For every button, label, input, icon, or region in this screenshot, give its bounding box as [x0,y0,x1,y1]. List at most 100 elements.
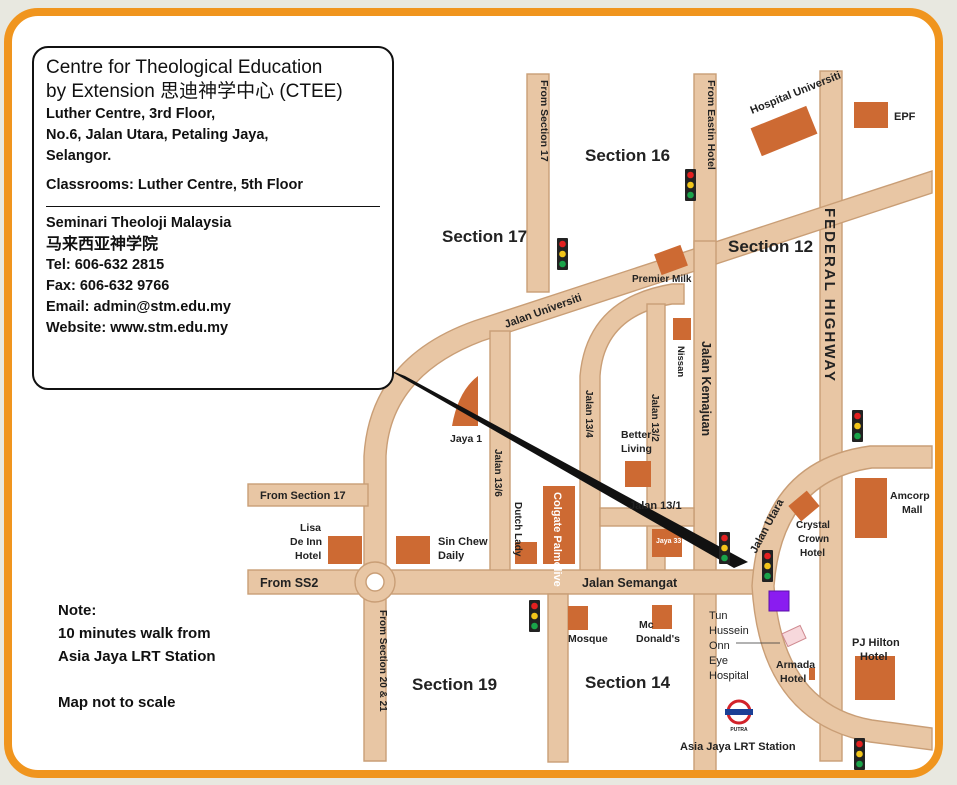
email-link[interactable]: Email: admin@stm.edu.my [46,299,231,315]
lisa-label-2: De Inn [290,536,322,548]
amcorp-building [855,478,887,538]
traffic-light-icon [852,410,863,442]
armada-label-1: Armada [776,659,815,671]
jalan-kemajuan-label: Jalan Kemajuan [699,341,713,436]
tun-hussein-label-5: Hospital [709,670,749,682]
note-line-2: Asia Jaya LRT Station [58,648,216,665]
buildings [328,102,895,700]
tun-hussein-label-4: Eye [709,655,728,667]
traffic-light-icon [719,532,730,564]
address-line-1: Luther Centre, 3rd Floor, [46,106,216,122]
federal-highway-road [819,70,843,762]
pj-hilton-label-1: PJ Hilton [852,637,900,649]
better-living-label-1: Better [621,429,651,441]
jalan-kemajuan-road [693,240,717,770]
tun-hussein-label-2: Hussein [709,625,749,637]
mosque-building [568,606,588,630]
traffic-light-icon [557,238,568,270]
federal-highway-label: FEDERAL HIGHWAY [821,208,838,383]
traffic-lights [529,169,865,770]
epf-building [854,102,888,128]
dutch-lady-building [515,542,537,564]
jalan-13-4-label: Jalan 13/4 [583,390,594,438]
crystal-label-1: Crystal [796,520,830,531]
nissan-building [673,318,691,340]
note-line-3: Map not to scale [58,694,176,711]
jalan-13-6-label: Jalan 13/6 [492,449,503,497]
jalan-13-2-label: Jalan 13/2 [649,394,660,442]
nissan-label: Nissan [675,346,686,377]
jalan-13-4-road [579,283,685,572]
epf-label: EPF [894,111,916,123]
crystal-label-3: Hotel [800,548,825,559]
traffic-light-icon [762,550,773,582]
info-box: Centre for Theological Education by Exte… [32,46,394,390]
mcdonalds-building [652,605,672,629]
traffic-light-icon [685,169,696,201]
amcorp-label-1: Amcorp [890,490,930,502]
org-name-line-1: Centre for Theological Education [46,57,323,78]
section-14-label: Section 14 [585,673,671,692]
crystal-crown-building [788,490,820,522]
section-12-label: Section 12 [728,237,813,256]
jalan-semangat-road [247,569,769,595]
seminary-name-en: Seminari Theoloji Malaysia [46,215,232,231]
colgate-label: Colgate Palmolive [551,492,563,587]
mosque-label: Mosque [568,633,608,645]
putra-label: PUTRA [730,727,748,733]
lrt-logo-icon: PUTRA [725,699,753,733]
premier-milk-building [654,244,688,276]
section-14-road [547,593,569,763]
sin-chew-label-2: Daily [438,550,465,562]
address-line-2: No.6, Jalan Utara, Petaling Jaya, [46,127,269,143]
jalan-universiti-road [363,170,933,762]
dutch-lady-label: Dutch Lady [512,502,523,557]
better-living-label-2: Living [621,443,652,455]
jalan-semangat-label: Jalan Semangat [582,576,678,590]
premier-milk-label: Premier Milk [632,274,692,285]
armada-building [809,668,815,680]
from-section-17-road [526,73,550,293]
hospital-building [750,105,818,157]
destination-marker [768,590,790,612]
better-living-building [625,461,651,487]
tun-hussein-label-3: Onn [709,640,730,652]
colgate-building [543,486,575,564]
classrooms-text: Classrooms: Luther Centre, 5th Floor [46,177,304,193]
note-title: Note: [58,602,97,619]
address-line-3: Selangor. [46,148,112,164]
traffic-light-icon [854,738,865,770]
note-line-1: 10 minutes walk from [58,625,211,642]
pj-hilton-label-2: Hotel [860,651,888,663]
eye-hospital-icon [781,624,807,648]
jalan-13-1-label: Jalan 13/1 [629,500,682,512]
lisa-label-1: Lisa [300,522,321,534]
lisa-de-inn-building [328,536,362,564]
website-link[interactable]: Website: www.stm.edu.my [46,320,229,336]
traffic-light-icon [529,600,540,632]
street-map: PUTRA Section 16 Section 17 Section 12 S… [247,69,933,770]
map-frame: PUTRA Section 16 Section 17 Section 12 S… [4,8,943,778]
lrt-station-label: Asia Jaya LRT Station [680,741,796,753]
jalan-utara-road [751,445,933,751]
fax-text: Fax: 606-632 9766 [46,278,170,294]
pj-hilton-building [855,656,895,700]
pointer-line [387,369,748,568]
section-17-label: Section 17 [442,227,527,246]
armada-label-2: Hotel [780,673,806,685]
from-section-20-label: From Section 20 & 21 [377,610,388,712]
tun-hussein-label-1: Tun [709,610,728,622]
section-19-label: Section 19 [412,675,497,694]
from-ss2-label: From SS2 [260,576,318,590]
section-16-label: Section 16 [585,146,670,165]
jaya1-label: Jaya 1 [450,433,482,445]
crystal-label-2: Crown [798,534,829,545]
divider [46,206,380,207]
sin-chew-building [396,536,430,564]
from-section-17-west-label: From Section 17 [260,490,346,502]
mcdonalds-label-1: Mc [639,619,654,631]
from-eastin-road-label: From Eastin Hotel [705,80,717,170]
tel-text: Tel: 606-632 2815 [46,257,165,273]
from-section-17-west-road [247,483,369,507]
lisa-label-3: Hotel [295,550,321,562]
